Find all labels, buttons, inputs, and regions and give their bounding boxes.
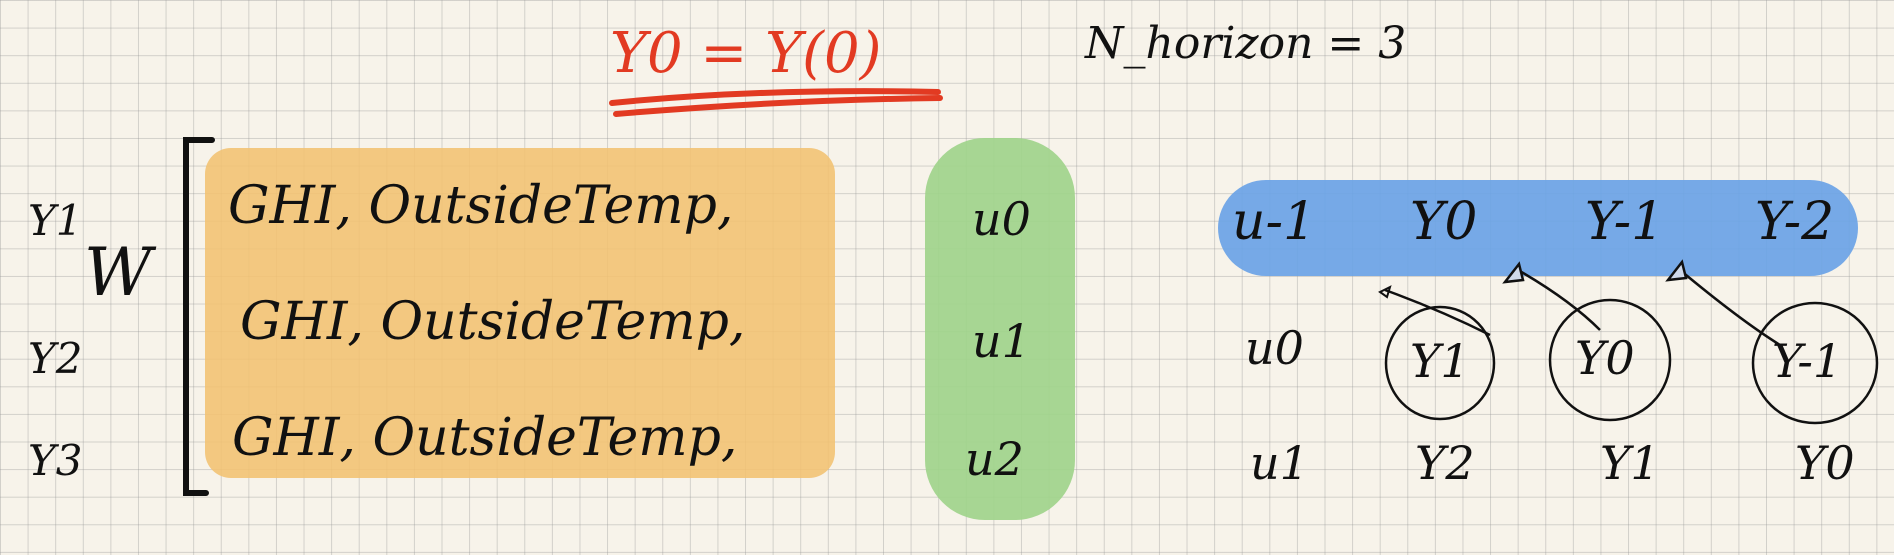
- weight-symbol: W: [84, 234, 152, 311]
- control-u2: u2: [965, 432, 1024, 486]
- history-header-y-2: Y-2: [1755, 192, 1835, 252]
- history-r1-y1: Y1: [1410, 334, 1470, 388]
- circle-y0: [1548, 298, 1672, 422]
- matrix-row-1: GHI, OutsideTemp,: [228, 176, 734, 236]
- arrow-head-3: [1665, 259, 1688, 282]
- arrow-y1: [1384, 288, 1491, 337]
- arrow-head-2: [1502, 261, 1525, 284]
- history-header-y0: Y0: [1410, 192, 1478, 252]
- history-r1-y0: Y0: [1575, 331, 1635, 385]
- circle-y1: [1384, 305, 1496, 421]
- title-formula: Y0 = Y(0): [610, 21, 882, 86]
- history-header-y-1: Y-1: [1585, 192, 1665, 252]
- arrow-y0: [1517, 268, 1601, 331]
- history-r2-y1: Y1: [1600, 436, 1660, 490]
- orange-highlight: [205, 148, 835, 478]
- arrow-ym1: [1679, 269, 1781, 347]
- circle-ym1: [1751, 301, 1879, 425]
- control-u1: u1: [972, 314, 1031, 368]
- history-header-u-1: u-1: [1232, 192, 1317, 252]
- row-label-y1: Y1: [28, 196, 83, 245]
- row-label-y2: Y2: [28, 334, 83, 383]
- history-r1-y-1: Y-1: [1772, 334, 1843, 388]
- history-r2-y0: Y0: [1795, 436, 1855, 490]
- matrix-row-2: GHI, OutsideTemp,: [240, 292, 746, 352]
- green-highlight: [925, 138, 1075, 520]
- row-label-y3: Y3: [28, 436, 83, 485]
- blue-highlight: [1218, 180, 1858, 276]
- history-r2-u1: u1: [1250, 436, 1309, 490]
- history-r2-y2: Y2: [1415, 436, 1475, 490]
- matrix-row-3: GHI, OutsideTemp,: [232, 408, 738, 468]
- matrix-bracket: [183, 137, 215, 496]
- red-underline: [609, 88, 943, 117]
- arrow-head-1: [1378, 285, 1392, 299]
- horizon-note: N_horizon = 3: [1085, 18, 1407, 69]
- history-r1-u0: u0: [1245, 321, 1304, 375]
- control-u0: u0: [972, 192, 1031, 246]
